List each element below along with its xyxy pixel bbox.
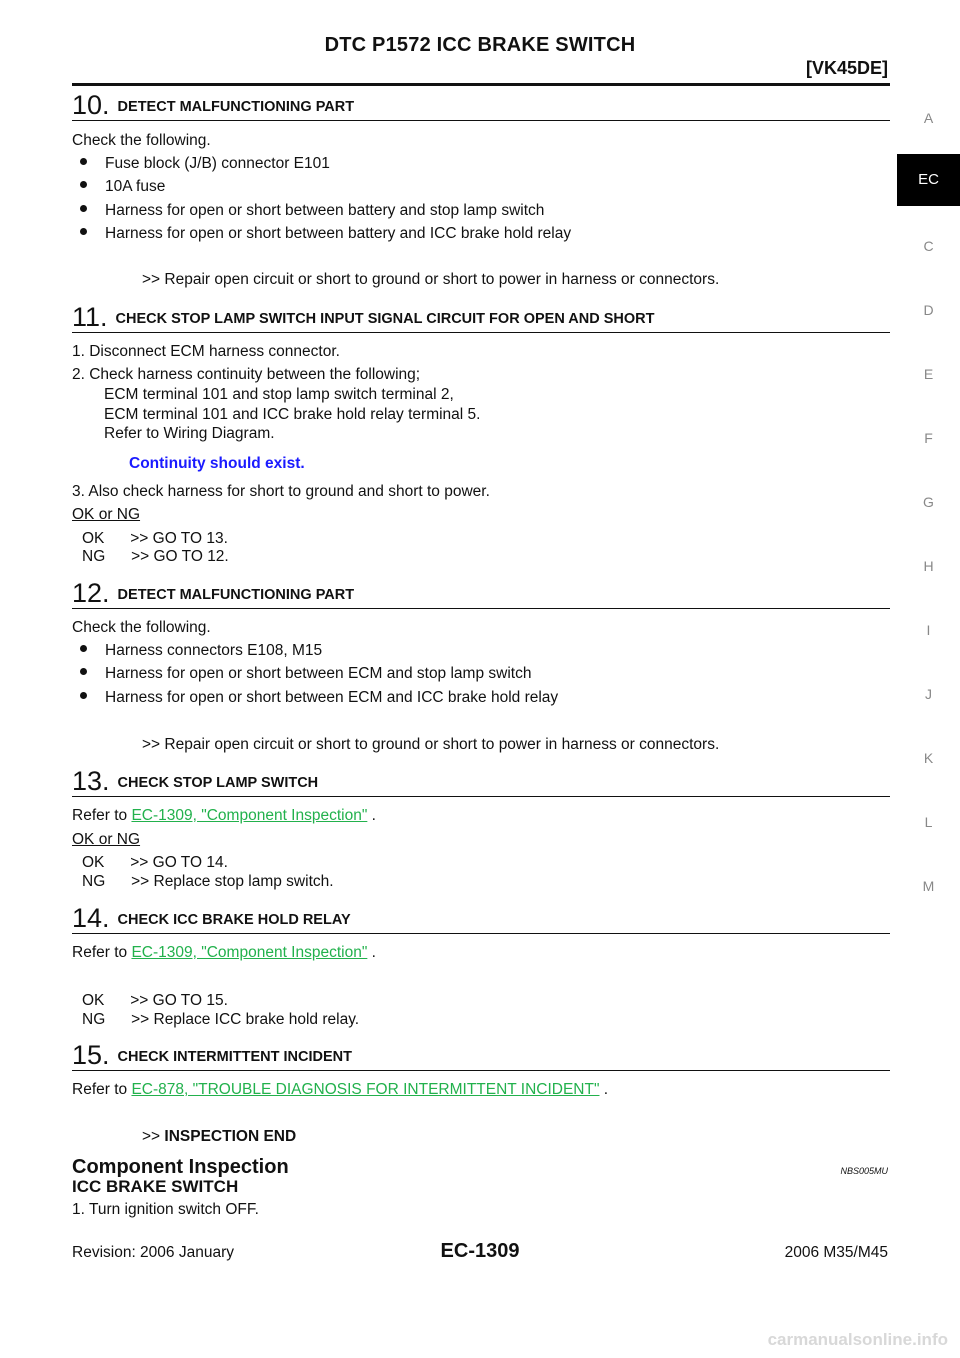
step-14-header: 14. CHECK ICC BRAKE HOLD RELAY bbox=[72, 903, 890, 934]
step-12-intro: Check the following. bbox=[72, 619, 211, 636]
ng-result: NG >> Replace ICC brake hold relay. bbox=[82, 1011, 360, 1028]
step-11-line: Refer to Wiring Diagram. bbox=[104, 425, 275, 442]
step-10-result: >> Repair open circuit or short to groun… bbox=[142, 271, 720, 288]
step-15-header: 15. CHECK INTERMITTENT INCIDENT bbox=[72, 1040, 890, 1071]
section-subtitle: ICC BRAKE SWITCH bbox=[72, 1177, 239, 1196]
ok-result: OK >> GO TO 15. bbox=[82, 992, 228, 1009]
step-title: CHECK STOP LAMP SWITCH bbox=[117, 775, 319, 791]
step-title: CHECK STOP LAMP SWITCH INPUT SIGNAL CIRC… bbox=[115, 311, 655, 327]
component-inspection-link[interactable]: EC-1309, "Component Inspection" bbox=[131, 807, 368, 824]
side-tab-l[interactable]: L bbox=[924, 814, 933, 830]
side-tab-g[interactable]: G bbox=[923, 494, 934, 510]
spec-text: Continuity should exist. bbox=[129, 455, 305, 472]
bullet-item: Harness for open or short between batter… bbox=[80, 223, 571, 245]
step-11-line: 2. Check harness continuity between the … bbox=[72, 366, 421, 383]
side-tab-d[interactable]: D bbox=[923, 302, 934, 318]
side-tab-k[interactable]: K bbox=[923, 750, 934, 766]
footer-revision: Revision: 2006 January bbox=[72, 1244, 234, 1261]
step-11-line: ECM terminal 101 and stop lamp switch te… bbox=[104, 386, 454, 403]
side-tab-a[interactable]: A bbox=[923, 110, 934, 126]
bullet-icon bbox=[80, 692, 87, 700]
step-12-result: >> Repair open circuit or short to groun… bbox=[142, 736, 720, 753]
side-tab-c[interactable]: C bbox=[923, 238, 934, 254]
engine-model: [VK45DE] bbox=[805, 58, 888, 78]
step-number: 10. bbox=[72, 90, 110, 120]
bullet-icon bbox=[80, 645, 87, 653]
step-11-header: 11. CHECK STOP LAMP SWITCH INPUT SIGNAL C… bbox=[72, 302, 890, 333]
side-tab-e[interactable]: E bbox=[923, 366, 934, 382]
side-tab-m[interactable]: M bbox=[922, 878, 935, 894]
inspection-end: >> INSPECTION END bbox=[142, 1128, 297, 1145]
side-tab-f[interactable]: F bbox=[924, 430, 933, 446]
bullet-item: Fuse block (J/B) connector E101 bbox=[80, 153, 330, 175]
ok-or-ng-label: OK or NG bbox=[72, 506, 141, 523]
step-number: 11. bbox=[72, 302, 108, 332]
header-divider bbox=[72, 83, 890, 86]
step-11-line: 1. Disconnect ECM harness connector. bbox=[72, 343, 340, 360]
bullet-item: 10A fuse bbox=[80, 176, 165, 198]
step-11-line: ECM terminal 101 and ICC brake hold rela… bbox=[104, 406, 481, 423]
section-title: Component Inspection bbox=[72, 1156, 289, 1178]
ok-result: OK >> GO TO 14. bbox=[82, 854, 228, 871]
step-number: 13. bbox=[72, 766, 110, 796]
bullet-item: Harness for open or short between ECM an… bbox=[80, 687, 558, 709]
bullet-item: Harness connectors E108, M15 bbox=[80, 640, 322, 662]
bullet-icon bbox=[80, 668, 87, 676]
page-title: DTC P1572 ICC BRAKE SWITCH bbox=[324, 34, 636, 56]
ok-result: OK >> GO TO 13. bbox=[82, 530, 228, 547]
step-13-refer: Refer to EC-1309, "Component Inspection"… bbox=[72, 807, 376, 824]
footer-vehicle: 2006 M35/M45 bbox=[784, 1244, 888, 1261]
bullet-icon bbox=[80, 228, 87, 236]
bullet-icon bbox=[80, 158, 87, 166]
bullet-item: Harness for open or short between ECM an… bbox=[80, 663, 531, 685]
footer-page-number: EC-1309 bbox=[440, 1240, 520, 1262]
step-number: 15. bbox=[72, 1040, 110, 1070]
component-inspection-step: 1. Turn ignition switch OFF. bbox=[72, 1201, 259, 1218]
step-10-intro: Check the following. bbox=[72, 132, 211, 149]
side-tab-h[interactable]: H bbox=[923, 558, 934, 574]
section-code: NBS005MU bbox=[840, 1166, 888, 1176]
component-inspection-link[interactable]: EC-1309, "Component Inspection" bbox=[131, 944, 368, 961]
step-title: DETECT MALFUNCTIONING PART bbox=[117, 99, 355, 115]
step-title: CHECK INTERMITTENT INCIDENT bbox=[117, 1049, 352, 1065]
side-tab-i[interactable]: I bbox=[926, 622, 931, 638]
ng-result: NG >> GO TO 12. bbox=[82, 548, 229, 565]
intermittent-incident-link[interactable]: EC-878, "TROUBLE DIAGNOSIS FOR INTERMITT… bbox=[131, 1081, 600, 1098]
step-title: DETECT MALFUNCTIONING PART bbox=[117, 587, 355, 603]
watermark: carmanualsonline.info bbox=[767, 1330, 948, 1349]
step-11-line: 3. Also check harness for short to groun… bbox=[72, 483, 490, 500]
side-tab-j[interactable]: J bbox=[925, 686, 932, 702]
step-14-refer: Refer to EC-1309, "Component Inspection"… bbox=[72, 944, 376, 961]
step-15-refer: Refer to EC-878, "TROUBLE DIAGNOSIS FOR … bbox=[72, 1081, 609, 1098]
bullet-item: Harness for open or short between batter… bbox=[80, 200, 544, 222]
side-tab-ec[interactable]: EC bbox=[897, 154, 960, 206]
ok-or-ng-label: OK or NG bbox=[72, 831, 141, 848]
step-13-header: 13. CHECK STOP LAMP SWITCH bbox=[72, 766, 890, 797]
ng-result: NG >> Replace stop lamp switch. bbox=[82, 873, 334, 890]
bullet-icon bbox=[80, 181, 87, 189]
step-number: 12. bbox=[72, 578, 110, 608]
step-number: 14. bbox=[72, 903, 110, 933]
step-12-header: 12. DETECT MALFUNCTIONING PART bbox=[72, 578, 890, 609]
step-title: CHECK ICC BRAKE HOLD RELAY bbox=[117, 912, 351, 928]
step-10-header: 10. DETECT MALFUNCTIONING PART bbox=[72, 90, 890, 121]
bullet-icon bbox=[80, 205, 87, 213]
